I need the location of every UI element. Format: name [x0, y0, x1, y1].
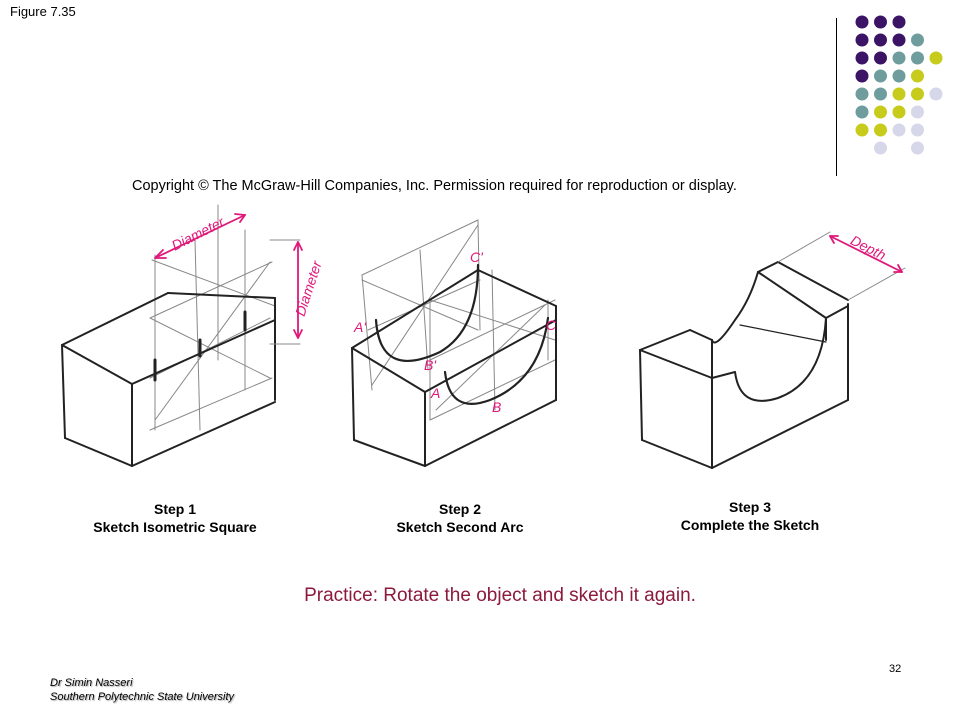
figure-label: Figure 7.35 [10, 4, 76, 19]
decorative-dot [874, 33, 887, 47]
decorative-dot [892, 69, 906, 83]
practice-instruction: Practice: Rotate the object and sketch i… [304, 585, 696, 606]
decorative-dot [874, 15, 887, 29]
decorative-dot [874, 123, 887, 137]
decorative-dot [874, 69, 887, 83]
decorative-dot [892, 33, 906, 47]
decorative-dot [911, 51, 924, 65]
point-c-label: C [546, 317, 557, 333]
step2-caption-block: Step 2 Sketch Second Arc [370, 500, 550, 536]
point-a-prime-label: A' [353, 319, 367, 335]
decorative-dot [874, 87, 887, 101]
decorative-dot [929, 51, 943, 65]
step3-caption: Complete the Sketch [680, 517, 820, 533]
footer-institution: Southern Polytechnic State University [50, 691, 235, 703]
step3-caption-block: Step 3 Complete the Sketch [650, 498, 850, 534]
decorative-dot [855, 15, 869, 29]
decorative-dot [874, 105, 887, 119]
diameter-top-label: Diameter [169, 213, 228, 254]
vertical-divider [836, 18, 837, 176]
decorative-dot [911, 105, 924, 119]
point-c-prime-label: C' [470, 249, 484, 265]
page-number: 32 [889, 663, 902, 675]
decorative-dot [892, 123, 906, 137]
depth-label: Depth [848, 232, 889, 263]
decorative-dot [855, 33, 869, 47]
decorative-dot [855, 105, 869, 119]
footer-author: Dr Simin Nasseri [50, 677, 133, 689]
diameter-side-label: Diameter [292, 258, 325, 318]
decorative-dot [911, 141, 924, 155]
step3-drawing: Depth [639, 231, 906, 469]
step1-caption: Sketch Isometric Square [93, 519, 257, 535]
decorative-dot [874, 51, 887, 65]
copyright-notice: Copyright © The McGraw-Hill Companies, I… [132, 178, 737, 194]
footer: Dr Simin Nasseri Southern Polytechnic St… [50, 676, 234, 704]
figure-drawings: Diameter Diameter [61, 204, 906, 469]
decorative-dot-grid [855, 15, 943, 155]
decorative-dot [855, 123, 869, 137]
step1-drawing: Diameter Diameter [61, 204, 325, 467]
decorative-dot [911, 123, 924, 137]
decorative-dot [892, 15, 906, 29]
decorative-dot [911, 87, 924, 101]
step1-title: Step 1 [153, 501, 196, 517]
point-a-label: A [430, 385, 440, 401]
decorative-dot [892, 51, 906, 65]
step2-caption: Sketch Second Arc [396, 519, 524, 535]
decorative-dot [855, 87, 869, 101]
decorative-dot [855, 69, 869, 83]
point-b-label: B [492, 399, 501, 415]
decorative-dot [892, 87, 906, 101]
decorative-dot [874, 141, 887, 155]
step2-drawing: C' A' B' A B C [351, 219, 557, 467]
decorative-dot [855, 51, 869, 65]
decorative-dot [892, 105, 906, 119]
decorative-dot [911, 69, 924, 83]
decorative-dot [911, 33, 924, 47]
step2-title: Step 2 [438, 501, 481, 517]
point-b-prime-label: B' [424, 357, 437, 373]
step1-caption-block: Step 1 Sketch Isometric Square [60, 500, 290, 536]
decorative-dot [929, 87, 943, 101]
step3-title: Step 3 [728, 499, 771, 515]
